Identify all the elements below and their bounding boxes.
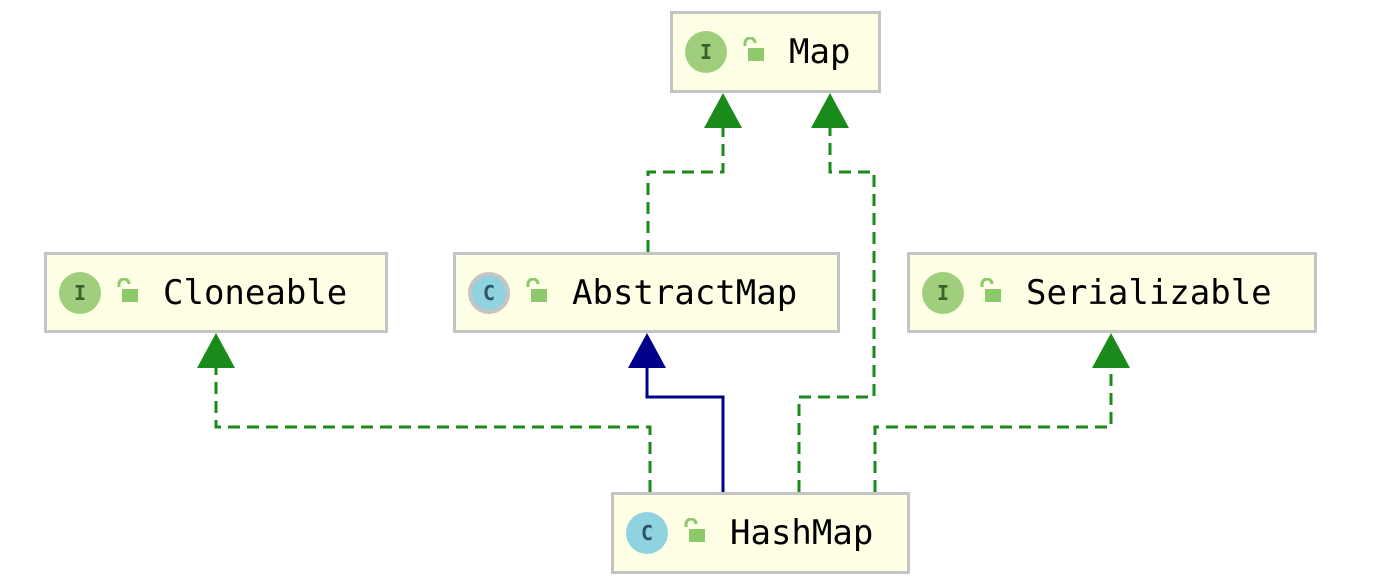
edge-abstractmap-implements-map (646, 93, 742, 252)
node-label: Cloneable (163, 272, 348, 313)
interface-icon: I (922, 271, 964, 314)
node-hashmap[interactable]: C HashMap (611, 492, 910, 574)
node-label: Serializable (1026, 272, 1272, 313)
interface-icon: I (685, 31, 727, 73)
edge-hashmap-implements-serializable (873, 333, 1130, 492)
node-map[interactable]: I Map (670, 11, 881, 93)
edge-hashmap-implements-cloneable (197, 333, 652, 492)
node-label: HashMap (730, 513, 874, 553)
public-lock-icon (115, 277, 141, 308)
node-cloneable[interactable]: I Cloneable (44, 252, 388, 333)
public-lock-icon (978, 277, 1004, 308)
class-icon: C (626, 512, 668, 554)
public-lock-icon (741, 36, 767, 67)
abstract-class-icon: C (468, 271, 510, 314)
node-abstractmap[interactable]: C AbstractMap (453, 252, 840, 333)
node-serializable[interactable]: I Serializable (907, 252, 1317, 333)
public-lock-icon (524, 277, 550, 308)
node-label: AbstractMap (572, 272, 798, 313)
edge-hashmap-extends-abstractmap (628, 333, 725, 492)
interface-icon: I (59, 271, 101, 314)
public-lock-icon (682, 517, 708, 548)
edge-hashmap-implements-map (797, 93, 876, 492)
node-label: Map (789, 32, 851, 72)
